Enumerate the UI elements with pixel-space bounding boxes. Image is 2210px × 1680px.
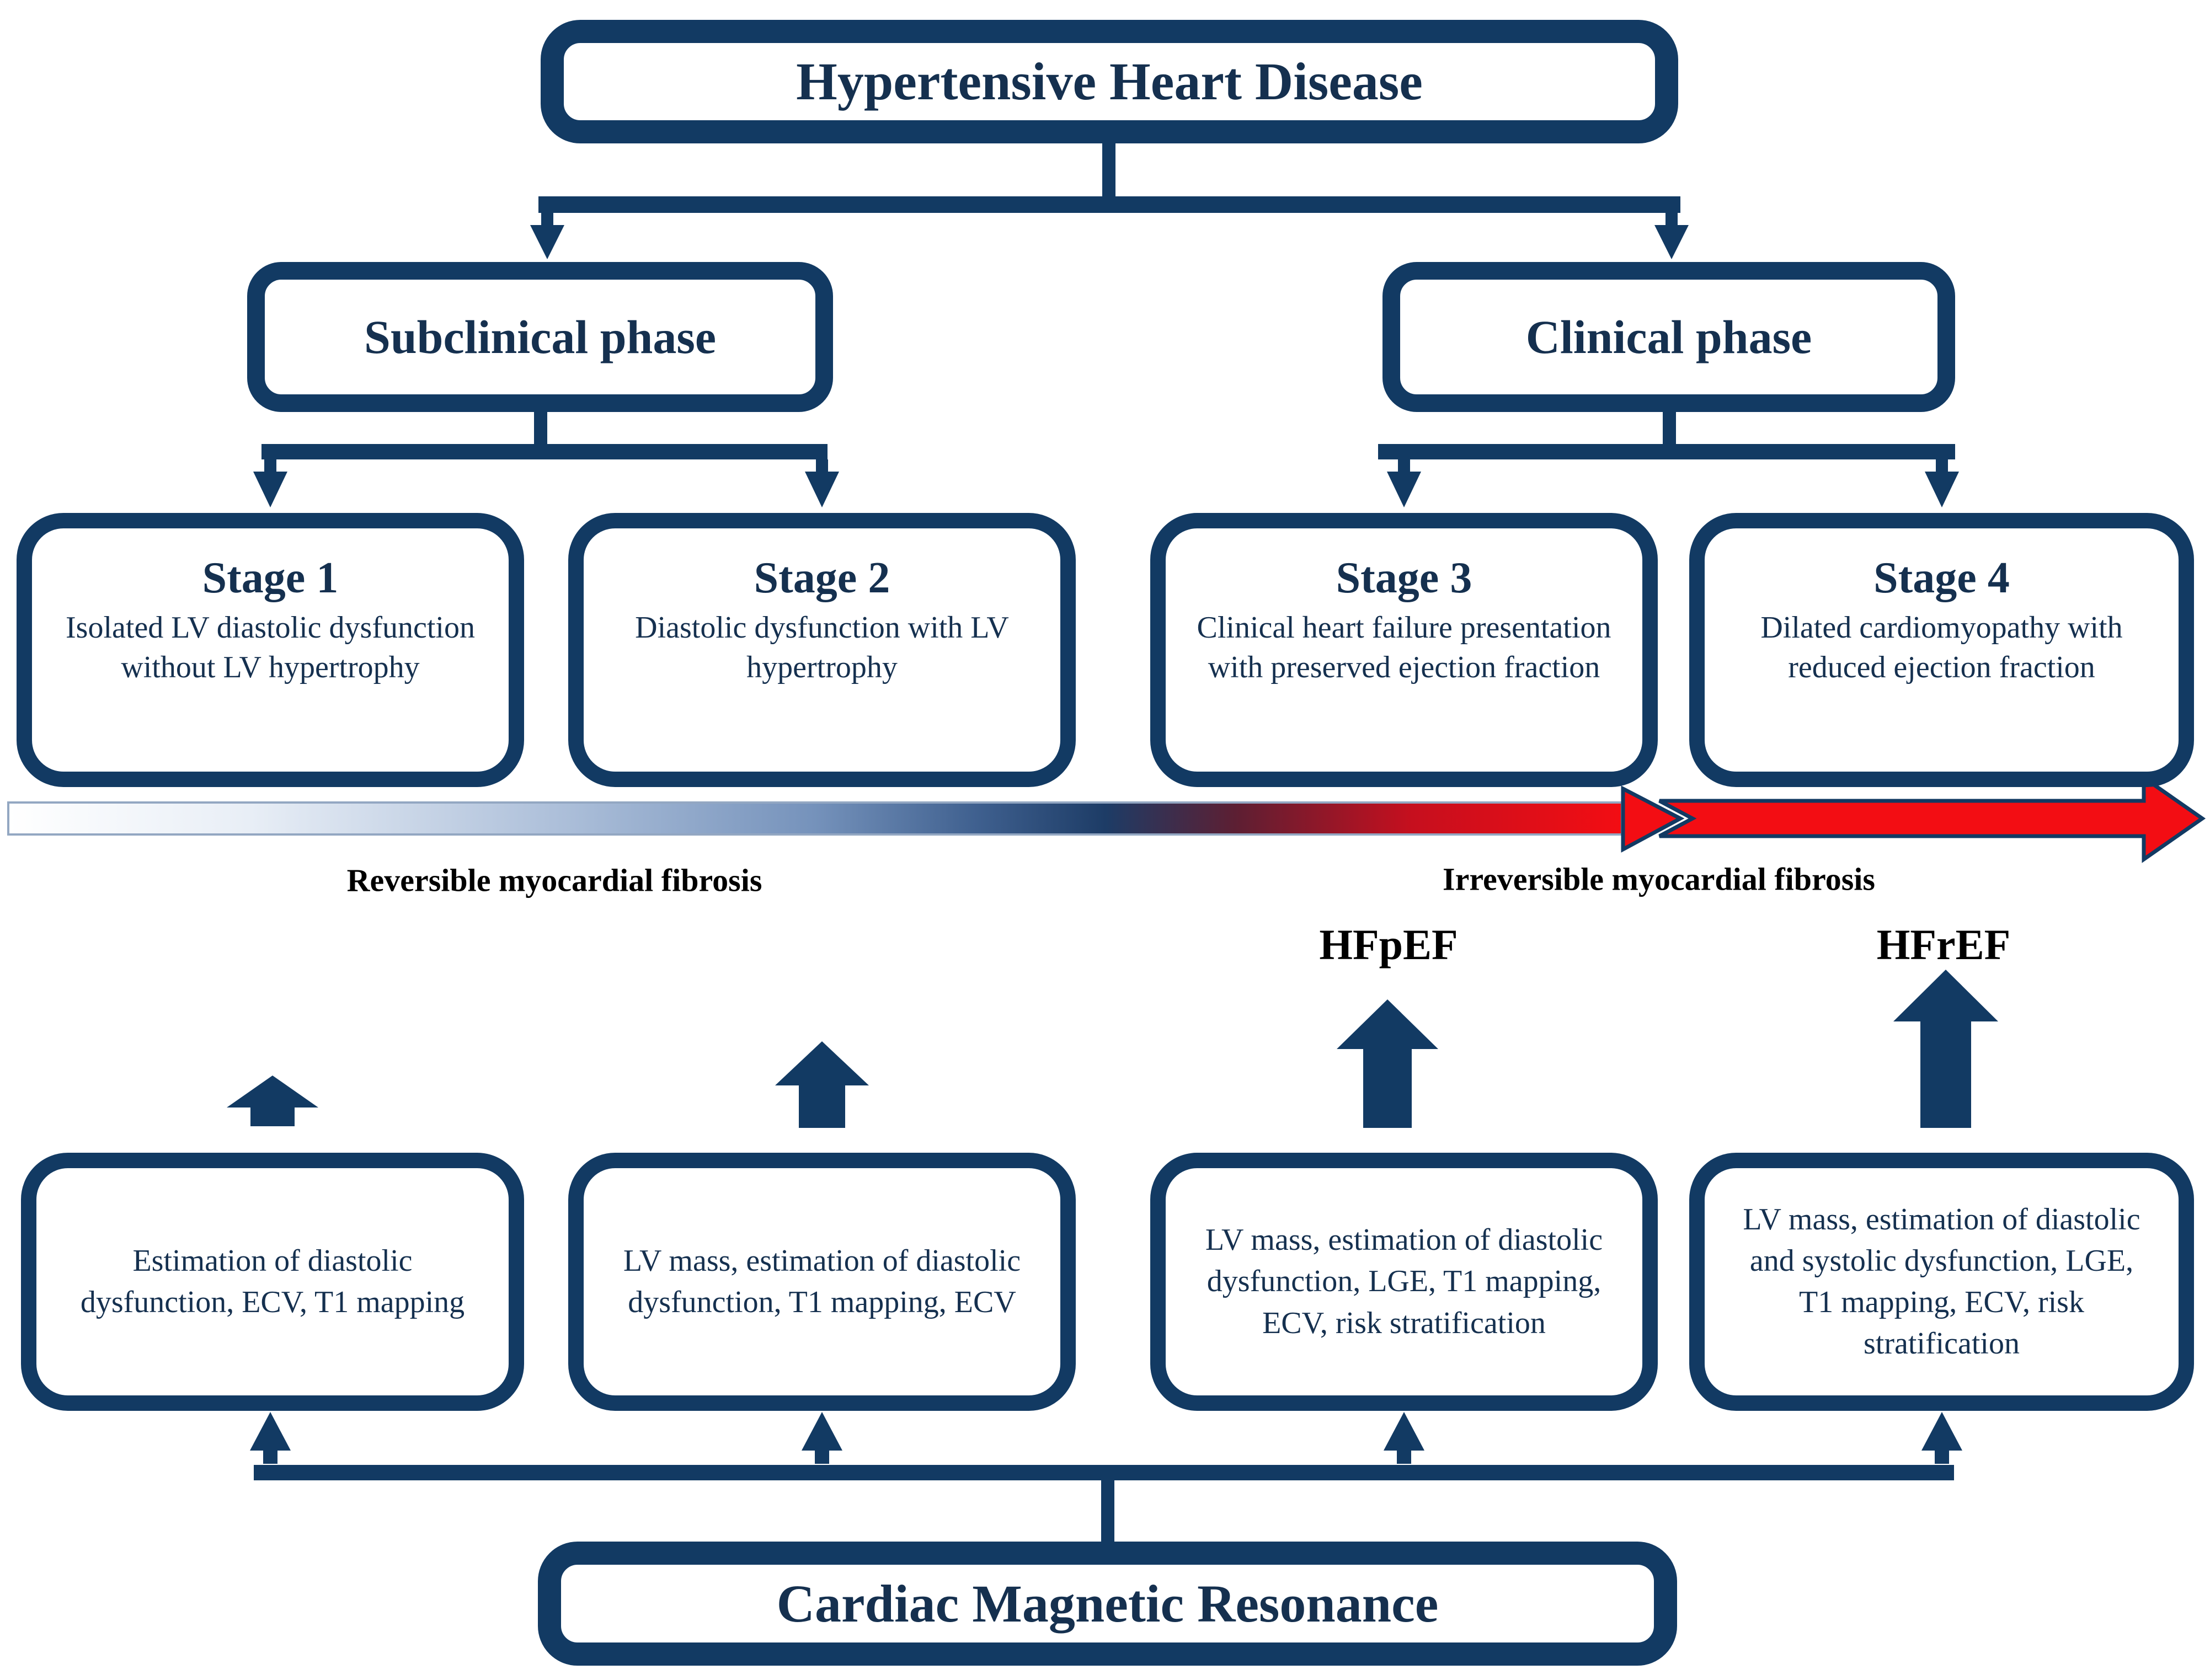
stage4-box: Stage 4 Dilated cardiomyopathy with redu…: [1689, 513, 2194, 787]
hfref-label: HFrEF: [1876, 921, 2011, 969]
finding3-description: LV mass, estimation of diastolic dysfunc…: [1205, 1223, 1603, 1340]
clinical-phase-box: Clinical phase: [1382, 262, 1955, 412]
stage3-description: Clinical heart failure presentation with…: [1197, 610, 1611, 685]
hfpef-label: HFpEF: [1319, 921, 1458, 969]
finding1-up-arrow-icon: [250, 1412, 291, 1464]
hfpef-up-arrow-icon: [1337, 999, 1438, 1128]
finding3-up-arrow-icon: [1384, 1412, 1424, 1464]
subclinical-hbar: [261, 444, 828, 459]
finding2-box: LV mass, estimation of diastolic dysfunc…: [568, 1153, 1076, 1411]
finding4-box: LV mass, estimation of diastolic and sys…: [1689, 1153, 2194, 1411]
cmr-to-findings-connector: [250, 1412, 1962, 1543]
clinical-phase-label: Clinical phase: [1525, 310, 1812, 363]
fibrosis-gradient-arrow: [7, 785, 1685, 853]
clinical-hbar: [1378, 444, 1955, 459]
cmr-box: Cardiac Magnetic Resonance: [538, 1542, 1677, 1666]
finding1-box: Estimation of diastolic dysfunction, ECV…: [21, 1153, 524, 1411]
hfref-up-arrow-icon: [1893, 970, 1998, 1128]
gradient-bar: [7, 801, 1623, 836]
clinical-down-arrow-icon: [1654, 213, 1689, 259]
subclinical-phase-box: Subclinical phase: [247, 262, 833, 412]
stage1-title: Stage 1: [202, 554, 339, 602]
cmr-stem: [1101, 1479, 1114, 1543]
cmr-title: Cardiac Magnetic Resonance: [776, 1574, 1439, 1633]
red-arrow-icon: [1658, 774, 2206, 863]
stage2-description: Diastolic dysfunction with LV hypertroph…: [635, 610, 1009, 685]
gradient-arrowhead-icon: [1621, 785, 1685, 853]
stage1-description: Isolated LV diastolic dysfunction withou…: [66, 610, 475, 685]
finding4-description: LV mass, estimation of diastolic and sys…: [1743, 1202, 2140, 1361]
phases-hbar: [538, 196, 1680, 213]
stage1-down-arrow-icon: [253, 459, 287, 507]
title-box: Hypertensive Heart Disease: [541, 20, 1678, 143]
finding1-description: Estimation of diastolic dysfunction, ECV…: [80, 1243, 465, 1319]
stage4-down-arrow-icon: [1925, 459, 1959, 507]
irreversible-red-arrow: [1658, 774, 2206, 863]
clinical-to-stages-connector: [1378, 411, 1959, 507]
stage2-title: Stage 2: [754, 554, 890, 602]
stage1-up-arrow-icon: [227, 1076, 318, 1126]
finding2-up-arrow-icon: [802, 1412, 842, 1464]
finding3-box: LV mass, estimation of diastolic dysfunc…: [1150, 1153, 1658, 1411]
stage3-box: Stage 3 Clinical heart failure presentat…: [1150, 513, 1658, 787]
cmr-hbar: [254, 1465, 1954, 1480]
page-title: Hypertensive Heart Disease: [796, 52, 1423, 111]
stage3-title: Stage 3: [1336, 554, 1472, 602]
finding4-up-arrow-icon: [1921, 1412, 1962, 1464]
subclinical-to-stages-connector: [253, 411, 839, 507]
clinical-stem: [1663, 411, 1676, 445]
title-to-phases-connector: [530, 139, 1689, 259]
stage3-down-arrow-icon: [1387, 459, 1421, 507]
stage-up-arrows: [227, 970, 1998, 1128]
title-stem: [1102, 139, 1115, 200]
finding2-description: LV mass, estimation of diastolic dysfunc…: [623, 1243, 1021, 1319]
stage1-box: Stage 1 Isolated LV diastolic dysfunctio…: [17, 513, 524, 787]
reversible-fibrosis-label: Reversible myocardial fibrosis: [346, 862, 762, 898]
subclinical-stem: [534, 411, 547, 445]
stage4-description: Dilated cardiomyopathy with reduced ejec…: [1760, 610, 2123, 685]
stage2-up-arrow-icon: [775, 1041, 869, 1128]
stage2-box: Stage 2 Diastolic dysfunction with LV hy…: [568, 513, 1076, 787]
subclinical-down-arrow-icon: [530, 213, 564, 259]
subclinical-phase-label: Subclinical phase: [364, 310, 717, 363]
irreversible-fibrosis-label: Irreversible myocardial fibrosis: [1443, 861, 1875, 897]
stage2-down-arrow-icon: [805, 459, 839, 507]
stage4-title: Stage 4: [1873, 554, 2010, 602]
